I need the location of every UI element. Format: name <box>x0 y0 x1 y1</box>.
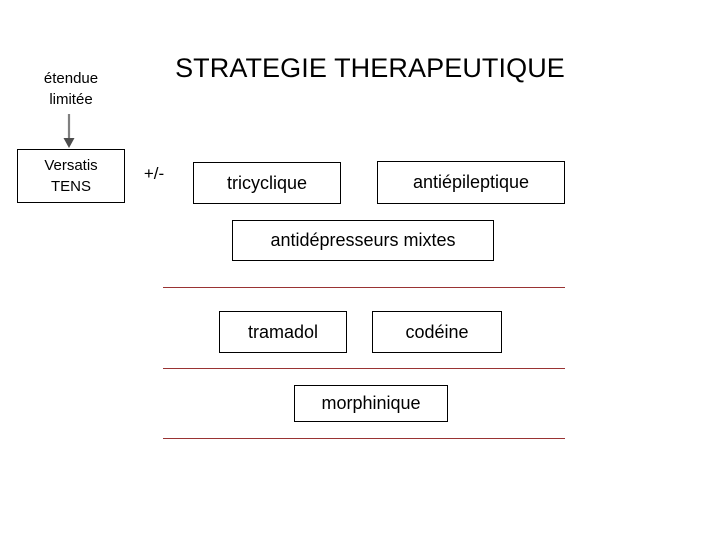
tier-separator-3 <box>163 438 565 439</box>
node-antiepileptique[interactable]: antiépileptique <box>377 161 565 204</box>
extent-label-line-1: étendue <box>43 70 99 87</box>
node-tramadol[interactable]: tramadol <box>219 311 347 353</box>
node-versatis-tens[interactable]: Versatis TENS <box>17 149 125 203</box>
arrow-down-icon <box>54 114 84 150</box>
node-antidepresseurs-mixtes[interactable]: antidépresseurs mixtes <box>232 220 494 261</box>
tier-separator-2 <box>163 368 565 369</box>
extent-label: étendue limitée <box>18 68 124 110</box>
tier-separator-1 <box>163 287 565 288</box>
node-tricyclique[interactable]: tricyclique <box>193 162 341 204</box>
page-title: STRATEGIE THERAPEUTIQUE <box>175 53 565 83</box>
plus-minus-annotation: +/- <box>143 164 165 183</box>
node-codeine[interactable]: codéine <box>372 311 502 353</box>
extent-label-line-2: limitée <box>49 91 93 108</box>
node-morphinique[interactable]: morphinique <box>294 385 448 422</box>
